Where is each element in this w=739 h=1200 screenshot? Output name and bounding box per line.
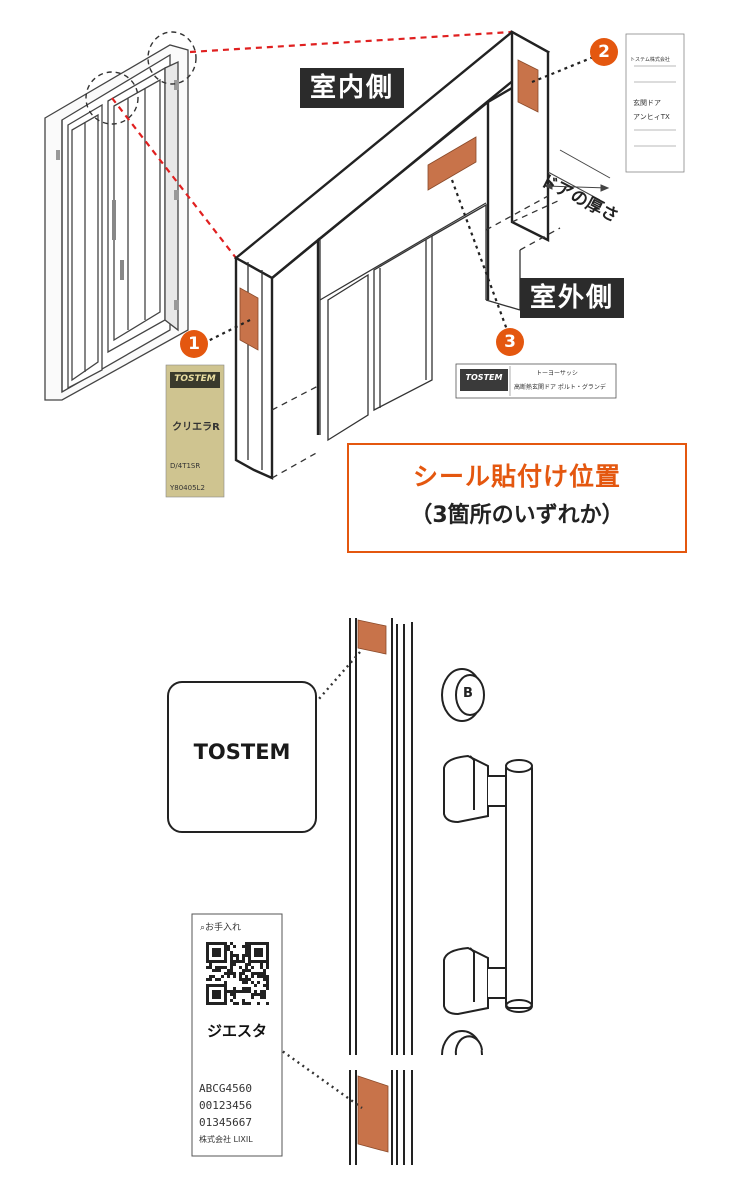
seal-marker-1 — [239, 287, 259, 351]
qr-header-text: お手入れ — [205, 923, 242, 933]
qr-label-box — [191, 913, 283, 1157]
leader-dotted-bottom — [277, 651, 363, 1109]
cylinder-lock-upper — [441, 668, 485, 722]
tostem-seal-box — [167, 681, 317, 833]
badge-2: 2 — [590, 38, 618, 66]
seal-3-line2: 高断熱玄関ドア ポルト・グランデ — [514, 384, 606, 391]
qr-label-product: ジエスタ — [206, 1022, 267, 1040]
seal-2-line1: トステム株式会社 — [630, 57, 670, 63]
qr-code-line-1: ABCG4560 — [199, 1082, 252, 1095]
cylinder-lock-letter: B — [463, 686, 473, 701]
qr-header: ⌕お手入れ — [200, 920, 241, 933]
thickness-dimension — [543, 149, 611, 201]
seal-marker-upper — [357, 619, 387, 655]
tostem-seal-label: TOSTEM — [193, 740, 291, 764]
cylinder-lock-lower — [441, 1030, 483, 1056]
leader-dotted — [199, 54, 597, 346]
badge-1: 1 — [180, 330, 208, 358]
seal-marker-3 — [427, 136, 477, 191]
door-edge-diagram — [167, 618, 533, 1165]
notice-subtitle: （3箇所のいずれか） — [410, 503, 624, 528]
seal-marker-2 — [517, 59, 539, 113]
badge-3: 3 — [496, 328, 524, 356]
seal-position-notice: シール貼付け位置 （3箇所のいずれか） — [347, 443, 687, 553]
seal-2-image — [625, 33, 685, 173]
qr-label-company: 株式会社 LIXIL — [199, 1135, 253, 1144]
seal-2-line3: アンヒィTX — [633, 113, 670, 121]
pull-handle — [443, 754, 533, 1016]
qr-code-line-2: 00123456 — [199, 1099, 252, 1112]
seal-1-code1: D/4T1SR — [170, 462, 201, 470]
seal-3-image — [455, 363, 617, 399]
seal-marker-lower — [357, 1075, 389, 1153]
seal-2-line2: 玄関ドア — [633, 99, 661, 107]
zoom-leader-lines — [111, 30, 513, 259]
highlight-circles — [85, 31, 197, 125]
seal-3-line1: トーヨーサッシ — [536, 370, 578, 377]
qr-code-line-3: 01345667 — [199, 1116, 252, 1129]
seal-1-code2: Y80405L2 — [170, 484, 205, 492]
seal-1-brand: TOSTEM — [174, 374, 216, 384]
seal-1-image — [165, 364, 225, 498]
door-diagram-top — [44, 29, 685, 498]
seal-1-product: クリエラR — [172, 422, 220, 433]
notice-title: シール貼付け位置 — [412, 462, 621, 491]
seal-markers-top — [239, 59, 539, 351]
small-door-illustration — [44, 44, 189, 401]
search-icon: ⌕ — [200, 923, 206, 933]
indoor-side-label: 室内側 — [300, 68, 405, 108]
seal-3-brand: TOSTEM — [465, 373, 503, 382]
qr-code — [206, 942, 269, 1005]
door-edge-lower — [349, 1070, 413, 1165]
qr-label-codes: ABCG4560 00123456 01345667 — [199, 1080, 252, 1131]
door-edge-upper — [349, 618, 413, 1055]
outdoor-side-label: 室外側 — [520, 278, 625, 318]
